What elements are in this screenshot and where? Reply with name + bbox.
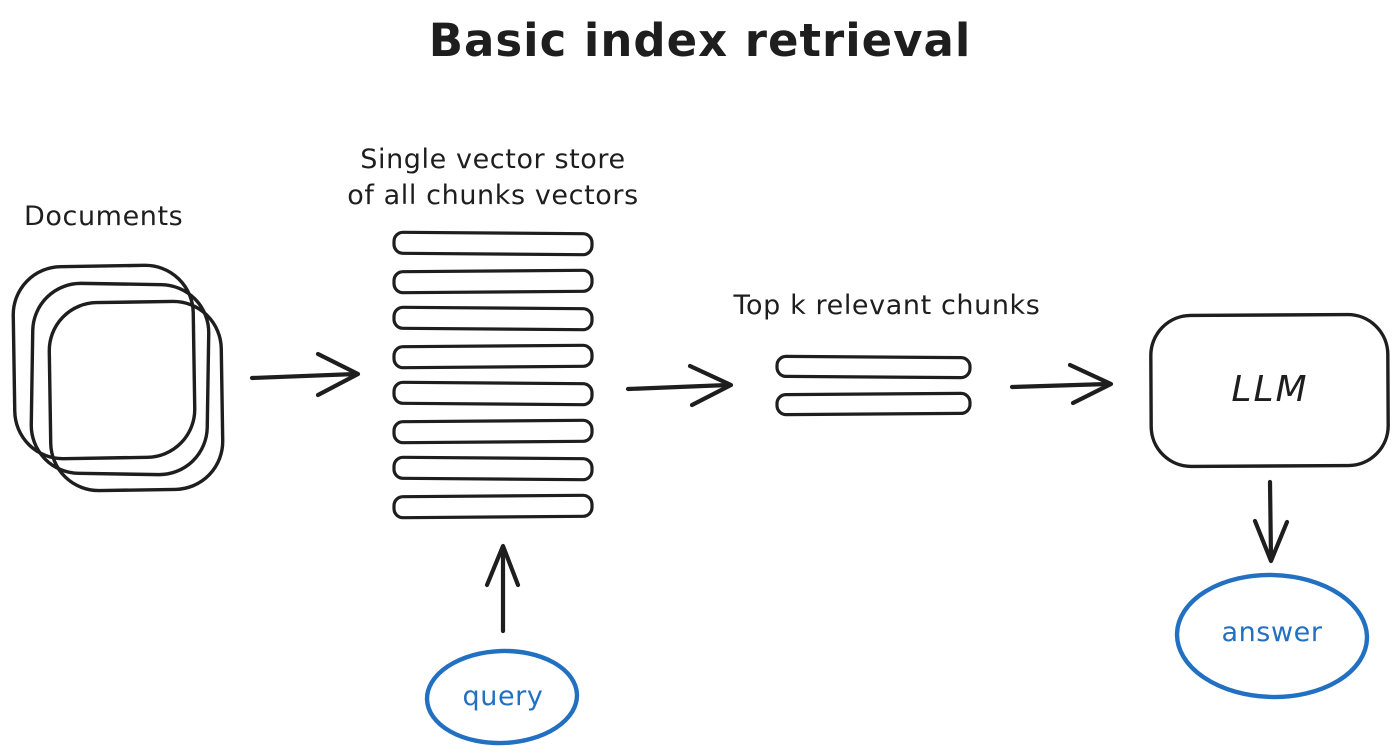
arrow-llm-to-answer-icon	[1252, 479, 1290, 564]
llm-box	[1149, 312, 1390, 469]
vector-store-label: Single vector store of all chunks vector…	[318, 142, 668, 214]
vector-store-label-line2: of all chunks vectors	[347, 180, 639, 211]
arrow-topk-to-llm-icon	[1009, 362, 1114, 406]
vector-store-stack-icon	[392, 230, 594, 520]
arrow-store-to-topk-icon	[625, 363, 734, 408]
arrow-query-to-store-icon	[484, 543, 521, 634]
llm-label: LLM	[1231, 369, 1309, 410]
documents-label: Documents	[24, 201, 184, 232]
query-bubble-icon	[424, 648, 580, 746]
diagram-title: Basic index retrieval	[428, 14, 972, 67]
arrow-documents-to-store-icon	[249, 351, 361, 398]
vector-store-label-line1: Single vector store	[360, 144, 626, 175]
documents-stack-icon	[11, 263, 225, 493]
top-k-chunks-icon	[775, 354, 972, 417]
answer-bubble-icon	[1174, 572, 1370, 700]
answer-label: answer	[1221, 617, 1323, 648]
query-label: query	[462, 681, 544, 712]
top-k-chunks-label: Top k relevant chunks	[733, 290, 1041, 321]
